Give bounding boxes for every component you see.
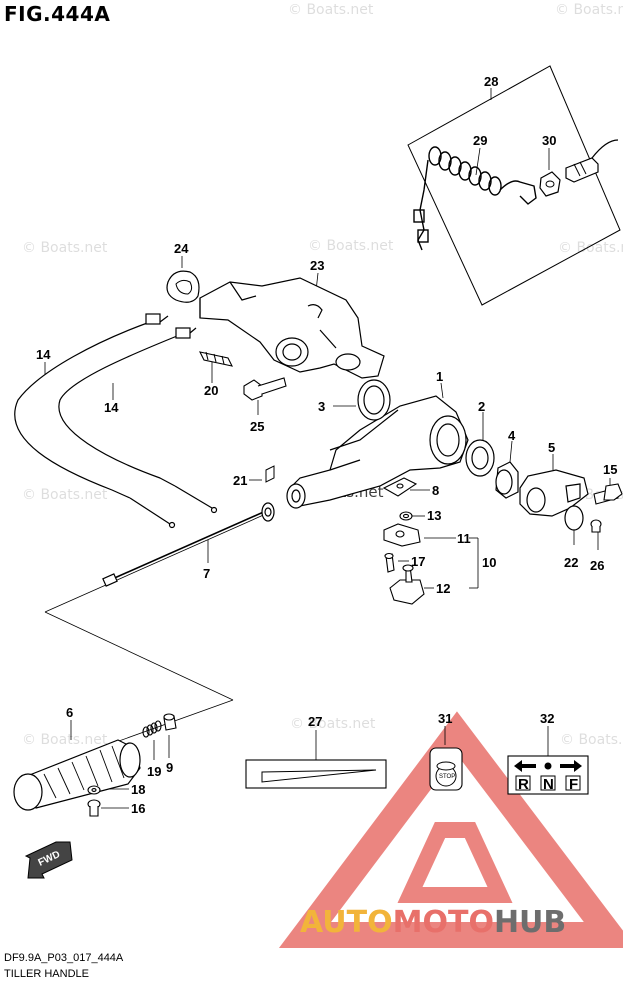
- figure-name: TILLER HANDLE: [4, 968, 89, 980]
- watermark: © Boats.net: [560, 732, 623, 748]
- part-callouts: 28 29 30 24 23 14 14 20 25 3 1 2 4 5 15 …: [36, 74, 617, 816]
- callout-7: 7: [203, 566, 210, 581]
- brand-triangle-logo: [278, 711, 623, 948]
- throttle-bracket-part: [519, 469, 589, 517]
- shift-position-sticker: R N F: [507, 755, 589, 795]
- brand-auto: AUTO: [300, 905, 393, 940]
- lanyard-kit-box: [407, 65, 621, 306]
- callout-27: 27: [308, 714, 322, 729]
- callout-5: 5: [548, 440, 555, 455]
- grommet-part: [166, 270, 200, 303]
- stop-label: STOP: [439, 774, 455, 780]
- callout-28: 28: [484, 74, 498, 89]
- collar-part: [495, 461, 519, 499]
- callout-4: 4: [508, 428, 516, 443]
- leader-lines: [44, 88, 611, 809]
- callout-30: 30: [542, 133, 556, 148]
- callout-17: 17: [411, 554, 425, 569]
- bushing-part: [357, 379, 391, 421]
- callout-14a: 14: [36, 347, 51, 362]
- callout-9: 9: [166, 760, 173, 775]
- screw-16: [87, 799, 101, 817]
- shift-r: R: [518, 776, 529, 793]
- pin-part: [198, 351, 234, 367]
- fwd-arrow-icon: FWD: [24, 841, 73, 879]
- callout-12: 12: [436, 581, 450, 596]
- callout-25: 25: [250, 419, 264, 434]
- brand-logo-text: AUTOMOTOHUB: [300, 905, 566, 940]
- figure-title: FIG.444A: [4, 2, 111, 26]
- callout-24: 24: [174, 241, 189, 256]
- callout-26: 26: [590, 558, 604, 573]
- spring-part: [142, 720, 162, 738]
- decal-27: [245, 759, 387, 789]
- callout-6: 6: [66, 705, 73, 720]
- callout-19: 19: [147, 764, 161, 779]
- callout-22: 22: [564, 555, 578, 570]
- watermark: © Boats.net: [288, 2, 374, 18]
- stop-sticker: STOP: [429, 747, 463, 791]
- watermark: © Boats.net: [308, 238, 394, 254]
- watermark: © Boats.net: [22, 240, 108, 256]
- callout-23: 23: [310, 258, 324, 273]
- callout-2: 2: [478, 399, 485, 414]
- watermark: © Boats.net: [22, 732, 108, 748]
- washer-22: [564, 505, 584, 531]
- throttle-cable-7: [102, 502, 275, 587]
- friction-adjuster-group: [382, 477, 425, 605]
- washer-18: [87, 785, 101, 795]
- callout-1: 1: [436, 369, 443, 384]
- tiller-handle-arm: [286, 395, 469, 509]
- callout-15: 15: [603, 462, 617, 477]
- neutral-dot-icon: [544, 762, 552, 770]
- figure-code: DF9.9A_P03_017_444A: [4, 952, 124, 964]
- callout-29: 29: [473, 133, 487, 148]
- bolt-15: [593, 483, 623, 505]
- washer-part: [465, 439, 495, 477]
- callout-14b: 14: [104, 400, 119, 415]
- watermark: © Boats.net: [555, 2, 623, 18]
- arrow-left-icon: [514, 760, 536, 772]
- callout-11: 11: [457, 531, 471, 546]
- callout-31: 31: [438, 711, 452, 726]
- clip-part: [265, 465, 275, 483]
- watermark: © Boats.net: [22, 487, 108, 503]
- callout-21: 21: [233, 473, 247, 488]
- watermark: © Boats.net: [558, 240, 623, 256]
- callout-18: 18: [131, 782, 145, 797]
- callout-20: 20: [204, 383, 218, 398]
- tiller-bracket-part: [199, 277, 385, 379]
- watermark: © Boats.net: [290, 716, 376, 732]
- throttle-grip-part: [13, 739, 141, 811]
- arrow-right-icon: [560, 760, 582, 772]
- bolt-part: [243, 377, 287, 401]
- shift-n: N: [543, 776, 554, 793]
- brand-hub: HUB: [493, 905, 567, 940]
- brand-moto: MOTO: [392, 905, 494, 940]
- callout-3: 3: [318, 399, 325, 414]
- callout-13: 13: [427, 508, 441, 523]
- screw-26: [590, 519, 602, 533]
- throttle-cables: [14, 313, 218, 529]
- shift-f: F: [569, 776, 578, 793]
- callout-16: 16: [131, 801, 145, 816]
- callout-32: 32: [540, 711, 554, 726]
- callout-10: 10: [482, 555, 496, 570]
- cap-part-9: [163, 713, 177, 731]
- callout-8: 8: [432, 483, 439, 498]
